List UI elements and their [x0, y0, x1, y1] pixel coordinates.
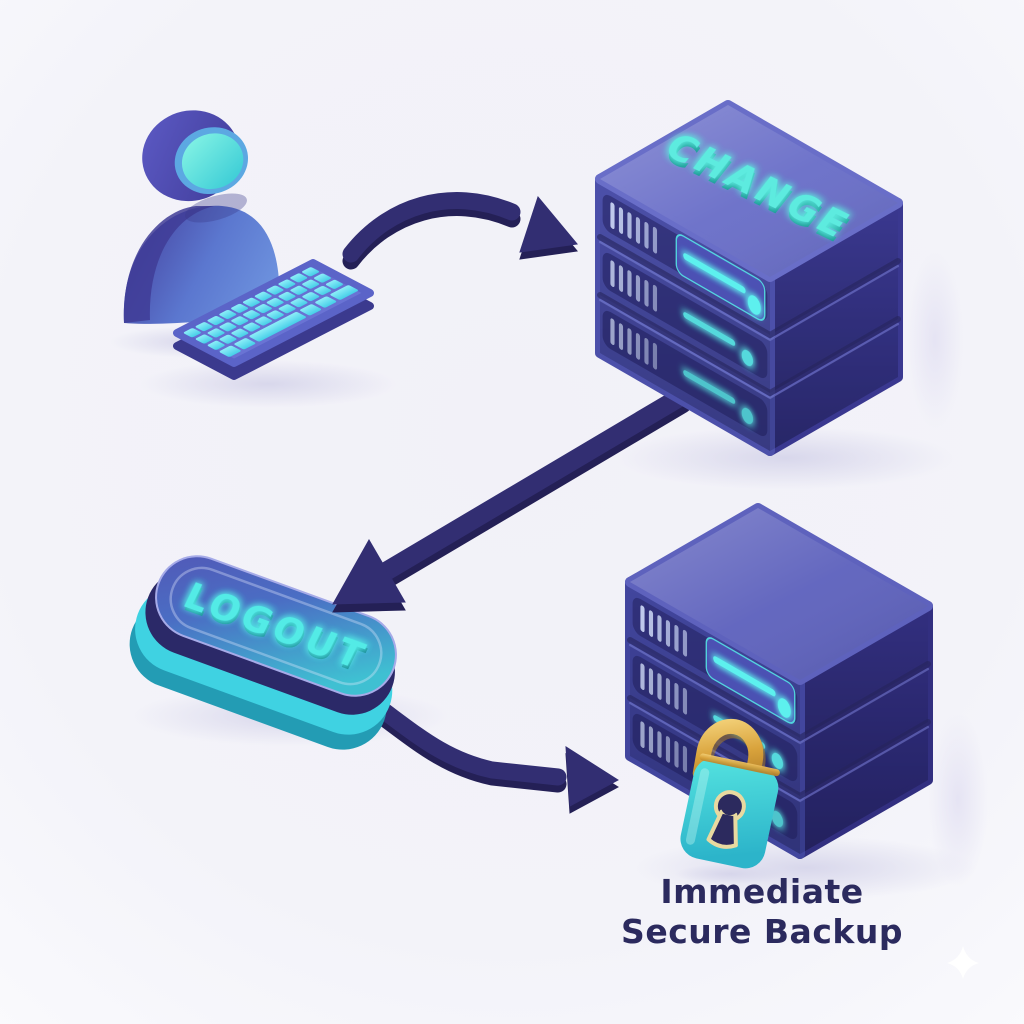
button-top-face — [155, 555, 397, 697]
status-led — [683, 370, 754, 425]
keyboard-icon — [173, 259, 374, 380]
head-shadow — [185, 193, 247, 223]
arrow-logout-to-backup-server — [371, 699, 619, 814]
button-inner-rim — [169, 566, 383, 686]
arrow-change-server-to-logout — [332, 386, 692, 613]
status-led — [683, 312, 754, 367]
keyhole-center — [720, 797, 739, 816]
change-server — [595, 100, 903, 456]
user-at-keyboard-icon — [123, 110, 374, 380]
soft-shadows — [110, 252, 988, 900]
arrow-user-to-change-server — [342, 192, 578, 270]
shackle — [692, 718, 764, 796]
padlock-icon — [680, 718, 780, 869]
user-head — [142, 110, 249, 202]
server-vents — [610, 260, 658, 312]
keyhole-tail — [706, 809, 738, 849]
user-body-shade — [123, 206, 214, 323]
lock-highlight — [685, 768, 710, 845]
caption-line-2: Secure Backup — [621, 912, 903, 951]
keyboard-keys — [183, 267, 358, 357]
sparkle-icon — [947, 946, 979, 979]
server-vents — [640, 721, 688, 773]
logout-button: LOGOUT LOGOUT — [129, 555, 397, 750]
server-vents — [610, 202, 658, 254]
server-vents — [640, 663, 688, 715]
status-led — [713, 656, 791, 718]
caption: Immediate Secure Backup — [621, 872, 903, 951]
server-vents — [610, 318, 658, 370]
server-vents — [640, 605, 688, 657]
caption-line-1: Immediate — [660, 872, 863, 911]
status-led — [683, 253, 761, 315]
lock-gold-trim — [699, 753, 780, 777]
